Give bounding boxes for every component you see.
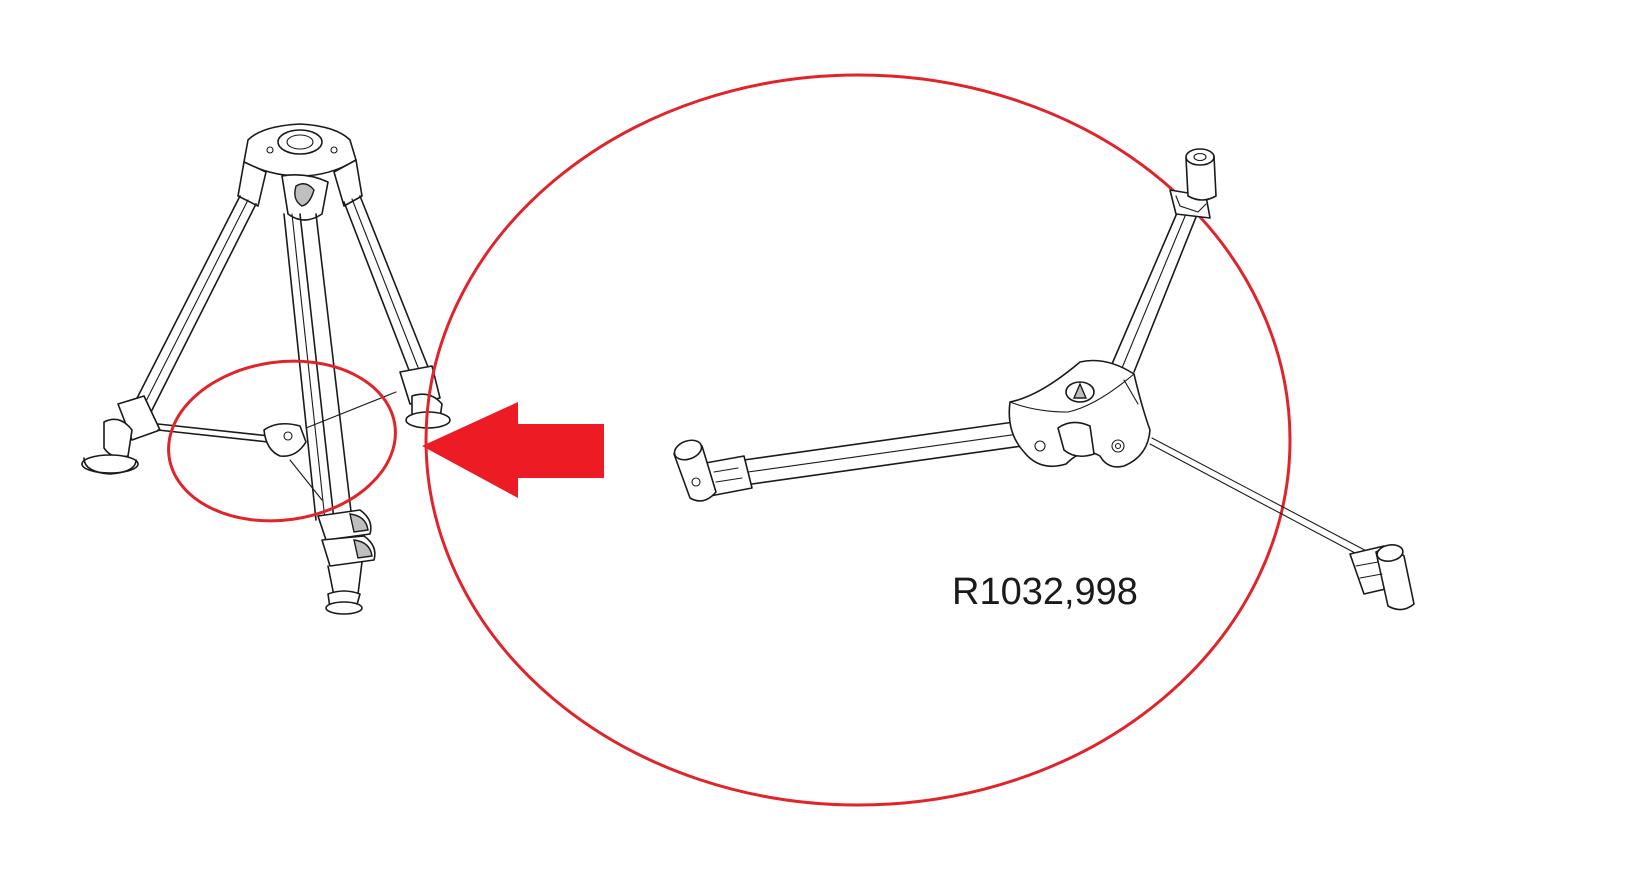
spreader-arm-upper xyxy=(1111,148,1217,373)
tripod-leg-right xyxy=(343,195,451,429)
arrow-left-icon xyxy=(422,402,604,498)
spreader-arm-left xyxy=(673,421,1023,502)
tripod-leg-center xyxy=(283,213,376,615)
spreader-detail-illustration xyxy=(673,148,1415,611)
tripod-spreader-small xyxy=(157,391,397,501)
tripod-illustration xyxy=(81,123,451,615)
spreader-center-hub xyxy=(1008,359,1151,468)
tripod-head-casting xyxy=(237,123,363,221)
part-number-label: R1032,998 xyxy=(952,571,1138,613)
highlight-circle-large xyxy=(424,73,1292,807)
spreader-arm-right xyxy=(1149,437,1415,611)
tripod-leg-left xyxy=(81,195,257,475)
highlight-circle-small xyxy=(167,359,397,523)
